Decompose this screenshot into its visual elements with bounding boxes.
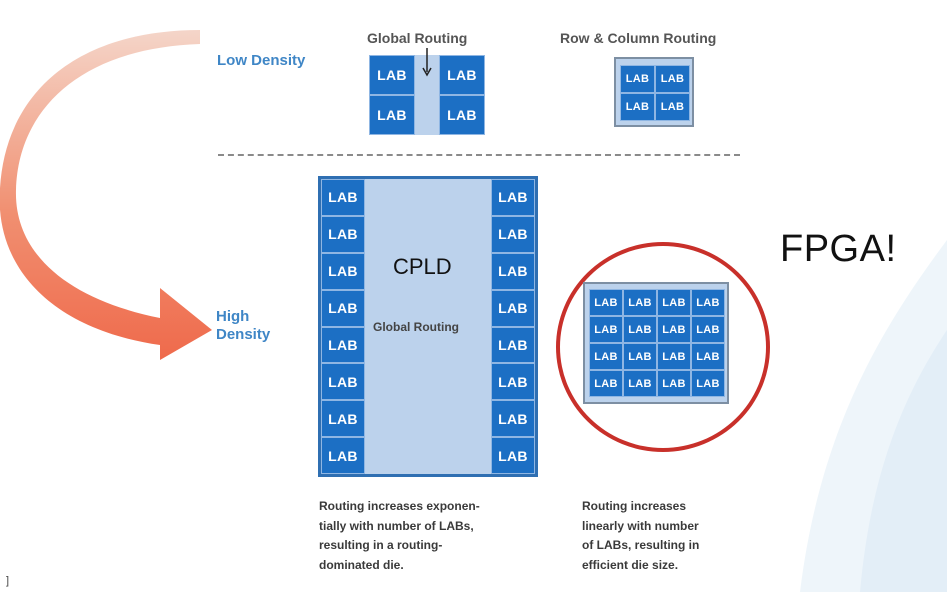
caption-line: resulting in a routing- — [319, 538, 443, 552]
low-density-label: Low Density — [217, 52, 306, 69]
lab-block: LAB — [321, 215, 365, 253]
lab-block: LAB — [439, 95, 485, 135]
lab-block: LAB — [655, 93, 690, 121]
lab-block: LAB — [691, 343, 725, 370]
lab-block: LAB — [657, 370, 691, 397]
lab-block: LAB — [491, 437, 535, 474]
lab-block: LAB — [321, 326, 365, 364]
lab-block: LAB — [691, 370, 725, 397]
lab-block: LAB — [321, 400, 365, 438]
caption-line: of LABs, resulting in — [582, 538, 700, 552]
lab-block: LAB — [623, 316, 657, 343]
lab-block: LAB — [491, 289, 535, 327]
lab-block: LAB — [691, 289, 725, 316]
lab-block: LAB — [321, 363, 365, 401]
lab-block: LAB — [491, 252, 535, 290]
caption-line: Routing increases exponen- — [319, 499, 480, 513]
row-column-routing-heading: Row & Column Routing — [560, 30, 717, 46]
lab-block: LAB — [657, 343, 691, 370]
lab-block: LAB — [623, 289, 657, 316]
fpga-caption: Routing increases linearly with number o… — [582, 497, 699, 575]
lab-block: LAB — [589, 289, 623, 316]
lab-block: LAB — [369, 95, 415, 135]
lab-block: LAB — [589, 316, 623, 343]
caption-line: efficient die size. — [582, 557, 679, 572]
fpga-highlight-circle — [556, 242, 770, 452]
corner-mark: ] — [6, 575, 10, 587]
lab-block: LAB — [657, 289, 691, 316]
lab-block: LAB — [620, 65, 655, 93]
caption-line: tially with number of LABs, — [319, 518, 474, 533]
lab-block: LAB — [623, 343, 657, 370]
lab-block: LAB — [691, 316, 725, 343]
lab-block: LAB — [321, 252, 365, 290]
lab-block: LAB — [657, 316, 691, 343]
lab-block: LAB — [589, 343, 623, 370]
lab-block: LAB — [491, 215, 535, 253]
lab-block: LAB — [655, 65, 690, 93]
down-arrow-icon — [422, 48, 432, 77]
caption-line: linearly with number — [582, 518, 699, 533]
lab-block: LAB — [439, 55, 485, 95]
caption-line: Routing increases — [582, 499, 687, 513]
row-column-routing-diagram: LAB LAB LAB LAB — [614, 57, 694, 127]
cpld-title: CPLD — [393, 254, 452, 279]
high-density-line2: Density — [216, 326, 271, 343]
lab-block: LAB — [620, 93, 655, 121]
lab-block: LAB — [589, 370, 623, 397]
lab-block: LAB — [491, 400, 535, 438]
global-routing-heading: Global Routing — [367, 30, 468, 46]
high-density-line1: High — [216, 308, 250, 325]
lab-block: LAB — [369, 55, 415, 95]
cpld-caption: Routing increases exponen- tially with n… — [319, 497, 480, 575]
lab-block: LAB — [491, 363, 535, 401]
lab-block: LAB — [321, 289, 365, 327]
density-divider — [218, 154, 740, 156]
lab-block: LAB — [491, 326, 535, 364]
fpga-title: FPGA! — [780, 228, 897, 270]
cpld-global-routing-label: Global Routing — [373, 320, 459, 334]
lab-block: LAB — [321, 437, 365, 474]
high-density-label: High Density — [216, 308, 270, 344]
lab-block: LAB — [321, 179, 365, 216]
lab-block: LAB — [623, 370, 657, 397]
lab-block: LAB — [491, 179, 535, 216]
low-density-global-routing-diagram: LAB LAB LAB LAB — [369, 55, 485, 135]
caption-line: dominated die. — [319, 557, 404, 572]
